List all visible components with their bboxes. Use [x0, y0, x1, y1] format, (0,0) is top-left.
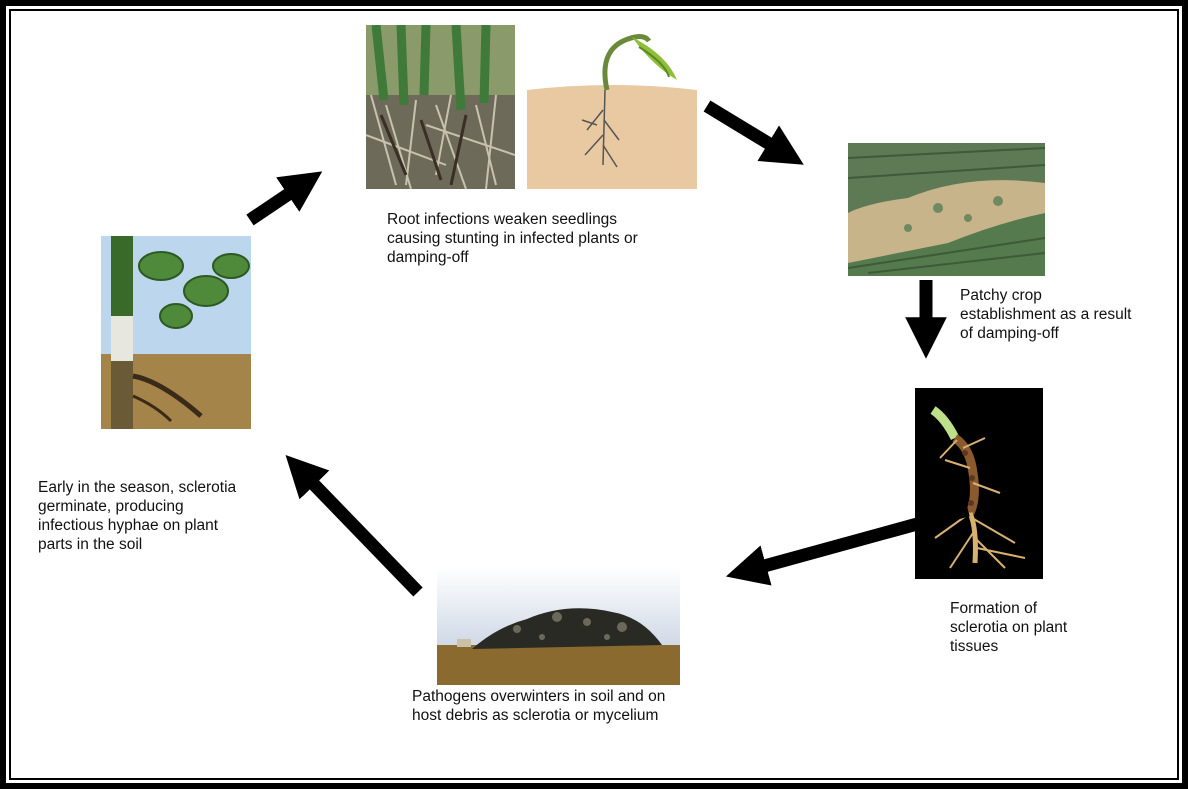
arrow-sclerotia-to-overwintering	[746, 510, 968, 571]
arrow-overwintering-to-germination	[300, 470, 418, 592]
caption-root-infection: Root infections weaken seedlings causing…	[387, 210, 638, 267]
caption-sclerotia-formation: Formation of sclerotia on plant tissues	[950, 599, 1067, 656]
caption-patchy-crop: Patchy crop establishment as a result of…	[960, 286, 1131, 343]
arrow-germination-to-infection	[250, 183, 305, 220]
arrow-infection-to-patchy-crop	[707, 106, 786, 154]
caption-overwintering: Pathogens overwinters in soil and on hos…	[412, 687, 665, 725]
caption-germination: Early in the season, sclerotia germinate…	[38, 478, 236, 554]
